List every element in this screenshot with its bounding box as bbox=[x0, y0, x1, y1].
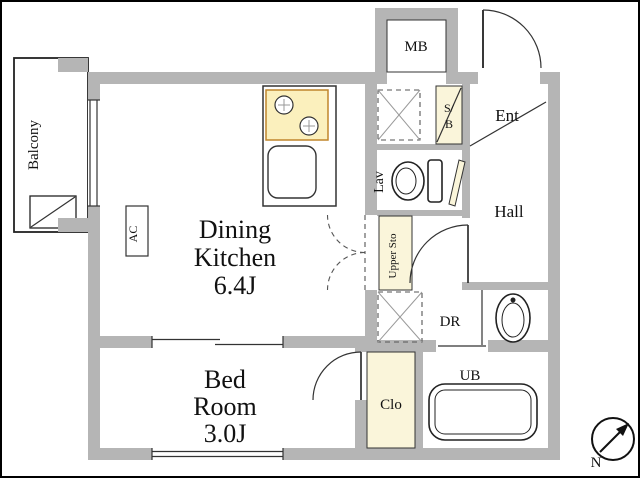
balcony-area bbox=[13, 57, 89, 233]
appliance-spaces bbox=[377, 89, 423, 343]
mb-label: MB bbox=[404, 39, 427, 55]
ac-unit bbox=[125, 205, 149, 257]
walls bbox=[58, 8, 560, 460]
sb-label-1: S/ bbox=[444, 101, 455, 115]
storage-elements bbox=[366, 85, 466, 449]
upper-storage bbox=[378, 215, 413, 291]
refrigerator-space-icon bbox=[377, 89, 421, 141]
labels: Dining Kitchen 6.4J Bed Room 3.0J Hall E… bbox=[26, 39, 524, 448]
dr-label: DR bbox=[440, 314, 461, 330]
evacuation-hatch-diagonal bbox=[30, 196, 76, 228]
dk-label-1: Dining bbox=[199, 215, 271, 244]
washbasin-icon bbox=[481, 290, 531, 345]
interior-doors bbox=[312, 214, 486, 401]
fixtures bbox=[125, 159, 538, 441]
toilet-icon bbox=[391, 159, 443, 203]
stove-icon bbox=[265, 89, 329, 141]
balcony-label: Balcony bbox=[26, 120, 42, 170]
entrance-door-icon bbox=[482, 9, 542, 69]
upper-sto-label: Upper Sto bbox=[387, 233, 399, 278]
bedroom-window bbox=[152, 448, 283, 460]
washer-space-icon bbox=[377, 291, 423, 343]
entrance-step-line bbox=[469, 101, 547, 147]
compass-needle bbox=[616, 423, 629, 436]
bedroom-label-2: Room bbox=[193, 392, 257, 421]
hall-door-icon bbox=[409, 224, 469, 284]
sliding-door bbox=[152, 336, 283, 348]
shoe-box-diagonal bbox=[436, 87, 462, 143]
dk-label-3: 6.4J bbox=[214, 271, 257, 300]
hall-label: Hall bbox=[494, 202, 524, 221]
meter-box bbox=[386, 19, 447, 73]
ent-label: Ent bbox=[495, 106, 519, 125]
bathtub-icon bbox=[428, 383, 538, 441]
ub-label: UB bbox=[460, 368, 481, 384]
bedroom-label-1: Bed bbox=[204, 365, 246, 394]
windows bbox=[88, 99, 284, 460]
sb-label-2: B bbox=[445, 117, 453, 131]
sink-icon bbox=[267, 145, 317, 199]
bedroom-door-icon bbox=[312, 351, 362, 401]
dk-double-door-icon bbox=[326, 214, 366, 291]
lavatory-door-icon bbox=[448, 159, 466, 207]
lav-label: Lav bbox=[372, 171, 387, 193]
closet bbox=[366, 351, 416, 449]
bedroom-label-3: 3.0J bbox=[204, 419, 247, 448]
kitchen-counter bbox=[262, 85, 337, 207]
compass-n-label: N bbox=[591, 455, 602, 471]
dk-label-2: Kitchen bbox=[194, 243, 276, 272]
clo-label: Clo bbox=[380, 397, 402, 413]
compass-icon: N bbox=[591, 417, 635, 471]
ac-label: AC bbox=[126, 226, 140, 243]
